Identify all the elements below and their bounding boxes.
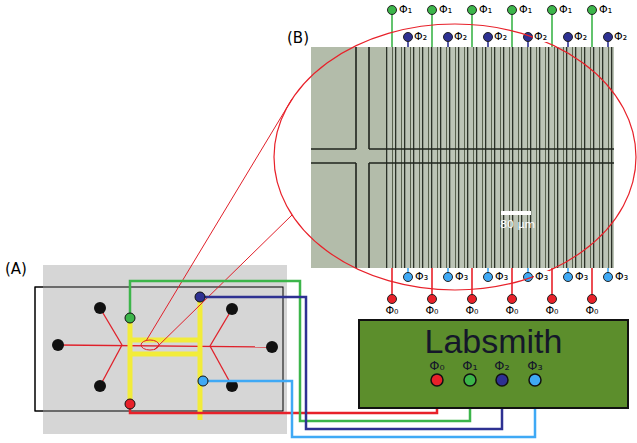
terminal-label: Φ₃ — [526, 359, 543, 372]
signal-label: Φ₂ — [573, 31, 588, 42]
panel-letter: (A) — [4, 262, 28, 277]
signal-label: Φ₀ — [504, 305, 519, 316]
terminal — [431, 374, 541, 386]
terminal-label: Φ₀ — [428, 359, 445, 372]
instrument-name: Labsmith — [425, 324, 563, 358]
signal-label: Φ₀ — [584, 305, 599, 316]
signal-label: Φ₂ — [533, 31, 548, 42]
scale-label: 80 µm — [499, 219, 536, 230]
signal-label: Φ₁ — [438, 4, 453, 15]
wire — [130, 281, 535, 437]
signal-label: Φ₂ — [413, 31, 428, 42]
terminal-label: Φ₁ — [461, 359, 478, 372]
instrument-box: Labsmith — [358, 319, 629, 409]
signal-label: Φ₁ — [518, 4, 533, 15]
scale-bar — [501, 211, 531, 215]
signal-label: Φ₂ — [493, 31, 508, 42]
signal-label: Φ₀ — [544, 305, 559, 316]
electrode-pad — [388, 6, 613, 304]
zoom-ellipse — [274, 24, 636, 290]
signal-label: Φ₁ — [398, 4, 413, 15]
terminal-label: Φ₂ — [493, 359, 510, 372]
signal-label: Φ₁ — [558, 4, 573, 15]
signal-label: Φ₀ — [424, 305, 439, 316]
signal-label: Φ₂ — [453, 31, 468, 42]
signal-label: Φ₁ — [598, 4, 613, 15]
chip-contact — [125, 292, 208, 409]
microfluidic-chip — [35, 265, 287, 434]
signal-label: Φ₃ — [574, 271, 589, 282]
signal-label: Φ₃ — [414, 271, 429, 282]
panel-letter: (B) — [286, 31, 310, 46]
signal-label: Φ₁ — [478, 4, 493, 15]
signal-label: Φ₀ — [464, 305, 479, 316]
signal-label: Φ₃ — [494, 271, 509, 282]
signal-label: Φ₃ — [614, 271, 629, 282]
micrograph — [311, 47, 614, 268]
zoom-line — [146, 99, 292, 350]
instrument-panel — [358, 319, 629, 409]
signal-label: Φ₃ — [454, 271, 469, 282]
signal-label: Φ₂ — [613, 31, 628, 42]
signal-label: Φ₀ — [384, 305, 399, 316]
signal-label: Φ₃ — [534, 271, 549, 282]
